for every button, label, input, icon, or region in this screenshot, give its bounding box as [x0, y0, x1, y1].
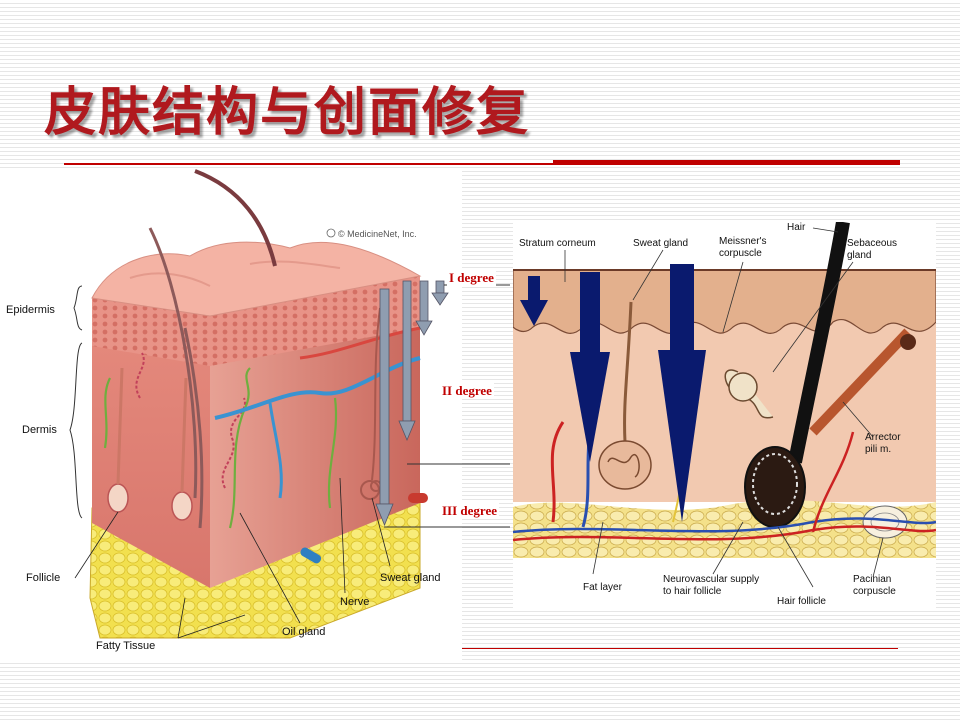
arrow-first-degree	[435, 280, 445, 294]
label-meissner-line2: corpuscle	[719, 248, 762, 259]
label-sebaceous-line2: gland	[847, 250, 872, 261]
label-epidermis: Epidermis	[6, 304, 55, 316]
fat-layer	[513, 499, 936, 558]
label-fat-layer: Fat layer	[583, 582, 622, 593]
dermis-bracket	[69, 342, 83, 519]
slide-title: 皮肤结构与创面修复	[44, 83, 531, 143]
label-hair: Hair	[787, 222, 806, 233]
label-pacinian-line1: Pacinian	[853, 574, 892, 585]
label-neurovascular-line2: to hair follicle	[663, 586, 722, 597]
hair-shaft	[148, 227, 198, 499]
epidermis-bracket	[73, 285, 83, 331]
navy-arrow-third-degree	[670, 264, 694, 350]
nerve-fiber	[228, 367, 251, 529]
label-third-degree: III degree	[440, 503, 500, 519]
label-hair-follicle: Hair follicle	[777, 596, 826, 607]
label-second-degree: II degree	[440, 383, 494, 399]
label-sweat-gland: Sweat gland	[633, 238, 689, 249]
title-underline	[64, 163, 900, 165]
footer-rule	[462, 648, 898, 649]
label-follicle: Follicle	[26, 572, 61, 584]
vessel-cut-end	[408, 493, 428, 503]
label-first-degree: I degree	[447, 270, 496, 286]
label-sebaceous-line1: Sebaceous	[847, 238, 898, 249]
hair-strand	[194, 169, 277, 267]
epidermis-side	[210, 276, 420, 366]
label-sweat-gland: Sweat gland	[380, 572, 441, 584]
title-underline-accent	[553, 160, 900, 164]
arrector-pili-muscle	[809, 328, 912, 436]
label-nerve: Nerve	[340, 596, 370, 608]
blood-vessel-red	[550, 421, 565, 523]
sweat-gland-coil	[598, 440, 652, 490]
burn-depth-arrows-navy	[520, 264, 706, 522]
label-dermis: Dermis	[22, 424, 57, 436]
follicle-bulb	[107, 483, 129, 513]
hair-shaft	[788, 220, 850, 464]
skin-cross-section-diagram: © MedicineNet, Inc. Epidermis Dermis Fol…	[0, 168, 462, 660]
label-neurovascular-line1: Neurovascular supply	[663, 574, 760, 585]
navy-arrow-second-degree	[580, 272, 600, 352]
label-pacinian-line2: corpuscle	[853, 586, 896, 597]
label-arrector-line2: pili m.	[865, 444, 892, 455]
label-fatty-tissue: Fatty Tissue	[96, 640, 156, 652]
dermis-side-face	[210, 293, 420, 588]
label-stratum-corneum: Stratum corneum	[519, 238, 596, 249]
arrow-second-degree	[402, 280, 412, 422]
burn-depth-arrows-grey	[375, 280, 510, 528]
epidermis-front	[92, 298, 210, 366]
label-arrector-line1: Arrector	[865, 432, 901, 443]
label-meissner-line1: Meissner's	[719, 236, 767, 247]
oil-gland	[221, 397, 246, 489]
skin-block-illustration	[69, 169, 428, 639]
copyright-notice: © MedicineNet, Inc.	[338, 229, 417, 239]
navy-arrow-first-degree	[528, 276, 540, 300]
label-oil-gland: Oil gland	[282, 626, 326, 638]
arrow-third-degree	[379, 288, 390, 505]
